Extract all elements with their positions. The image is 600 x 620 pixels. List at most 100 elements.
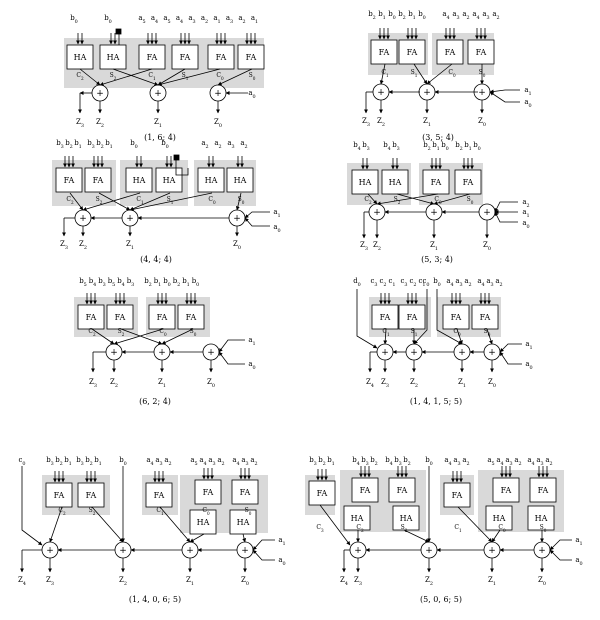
fa-cell — [443, 482, 471, 508]
top-label: a2 — [164, 456, 171, 467]
fa-cell — [436, 39, 464, 65]
fa-cell — [529, 477, 557, 503]
carry-sum-label: C1 — [136, 196, 144, 205]
wire — [499, 351, 522, 365]
wire — [549, 539, 572, 551]
top-label: b0 — [70, 14, 78, 25]
wire — [413, 63, 428, 85]
fa-cell — [388, 477, 416, 503]
top-label: a4 — [442, 10, 449, 21]
wire — [112, 68, 159, 86]
cell-label: FA — [379, 48, 390, 57]
fa-cell — [138, 44, 166, 70]
wire — [218, 351, 245, 365]
top-label: b2 — [173, 277, 181, 288]
cell-label: FA — [216, 53, 227, 62]
top-label: b0 — [473, 141, 481, 152]
wire — [79, 68, 101, 86]
cell-label: FA — [380, 313, 391, 322]
wire — [235, 192, 242, 211]
carry-sum-label: S0 — [467, 196, 474, 205]
plus-sign: + — [373, 208, 381, 218]
top-label: a2 — [240, 139, 247, 150]
carry-sum-label: C2 — [88, 328, 96, 337]
ha-cell — [343, 505, 371, 531]
top-label: b3 — [56, 139, 64, 150]
top-label: b2 — [96, 139, 104, 150]
top-label: a3 — [188, 14, 195, 25]
carry-sum-label: S0 — [249, 72, 256, 81]
top-label: b4 — [117, 277, 125, 288]
extra-input: a0 — [524, 98, 531, 109]
wire — [489, 91, 520, 103]
carry-sum-label: C1 — [148, 72, 156, 81]
wire — [436, 289, 463, 345]
carry-sum-label: S1 — [167, 196, 174, 205]
extra-input: a0 — [278, 556, 285, 567]
plus-sign: + — [381, 348, 389, 358]
top-label: c2 — [379, 277, 386, 288]
cell-label: FA — [476, 48, 487, 57]
output-label: Z2 — [373, 241, 381, 252]
carry-sum-label: C0 — [216, 72, 224, 81]
wire — [91, 328, 115, 345]
fa-cell — [471, 304, 499, 330]
top-label: a2 — [495, 277, 502, 288]
top-label: a2 — [217, 456, 224, 467]
cell-label: HA — [197, 518, 210, 527]
extra-input: a1 — [273, 208, 280, 219]
output-label: Z0 — [207, 378, 215, 389]
top-label: a3 — [155, 456, 162, 467]
top-label: a3 — [505, 456, 512, 467]
output-label: Z3 — [89, 378, 97, 389]
wire — [413, 289, 428, 345]
plus-sign: + — [488, 546, 496, 556]
wire — [159, 506, 191, 543]
cell-label: FA — [501, 486, 512, 495]
fa-cell — [454, 169, 482, 195]
wire — [98, 192, 131, 211]
cell-label: FA — [431, 178, 442, 187]
wire — [69, 192, 84, 211]
fa-cell — [467, 39, 495, 65]
top-label: b2 — [398, 10, 406, 21]
top-label: b3 — [309, 456, 317, 467]
top-label: b5 — [79, 277, 87, 288]
top-label: b1 — [182, 277, 190, 288]
plus-sign: + — [154, 89, 162, 99]
carry-sum-label: S2 — [118, 328, 125, 337]
carry-sum-label: C0 — [202, 507, 210, 516]
output-label: Z0 — [214, 118, 222, 129]
plus-sign: + — [458, 348, 466, 358]
cell-label: FA — [407, 313, 418, 322]
output-label: Z1 — [423, 117, 431, 128]
wire — [456, 328, 463, 345]
output-label: Z1 — [126, 240, 134, 251]
carry-sum-label: C2 — [356, 524, 364, 533]
fa-cell — [171, 44, 199, 70]
top-label: a1 — [251, 14, 258, 25]
top-label: c3 — [370, 277, 377, 288]
top-label: b0 — [161, 139, 169, 150]
top-label: a5 — [163, 14, 170, 25]
output-label: Z2 — [79, 240, 87, 251]
wire — [129, 192, 213, 212]
wire — [491, 529, 501, 543]
extra-input: a0 — [522, 219, 529, 230]
top-label: a4 — [527, 456, 534, 467]
top-label: a4 — [176, 14, 183, 25]
output-label: Z2 — [110, 378, 118, 389]
ha-cell — [381, 169, 409, 195]
cell-label: HA — [205, 176, 218, 185]
cell-label: HA — [359, 178, 372, 187]
wire — [21, 466, 43, 546]
wire — [157, 68, 221, 87]
fa-cell — [77, 304, 105, 330]
wire — [426, 63, 453, 85]
top-label: a2 — [214, 139, 221, 150]
cell-label: HA — [493, 514, 506, 523]
top-label: a4 — [477, 277, 484, 288]
top-label: b4 — [352, 456, 360, 467]
